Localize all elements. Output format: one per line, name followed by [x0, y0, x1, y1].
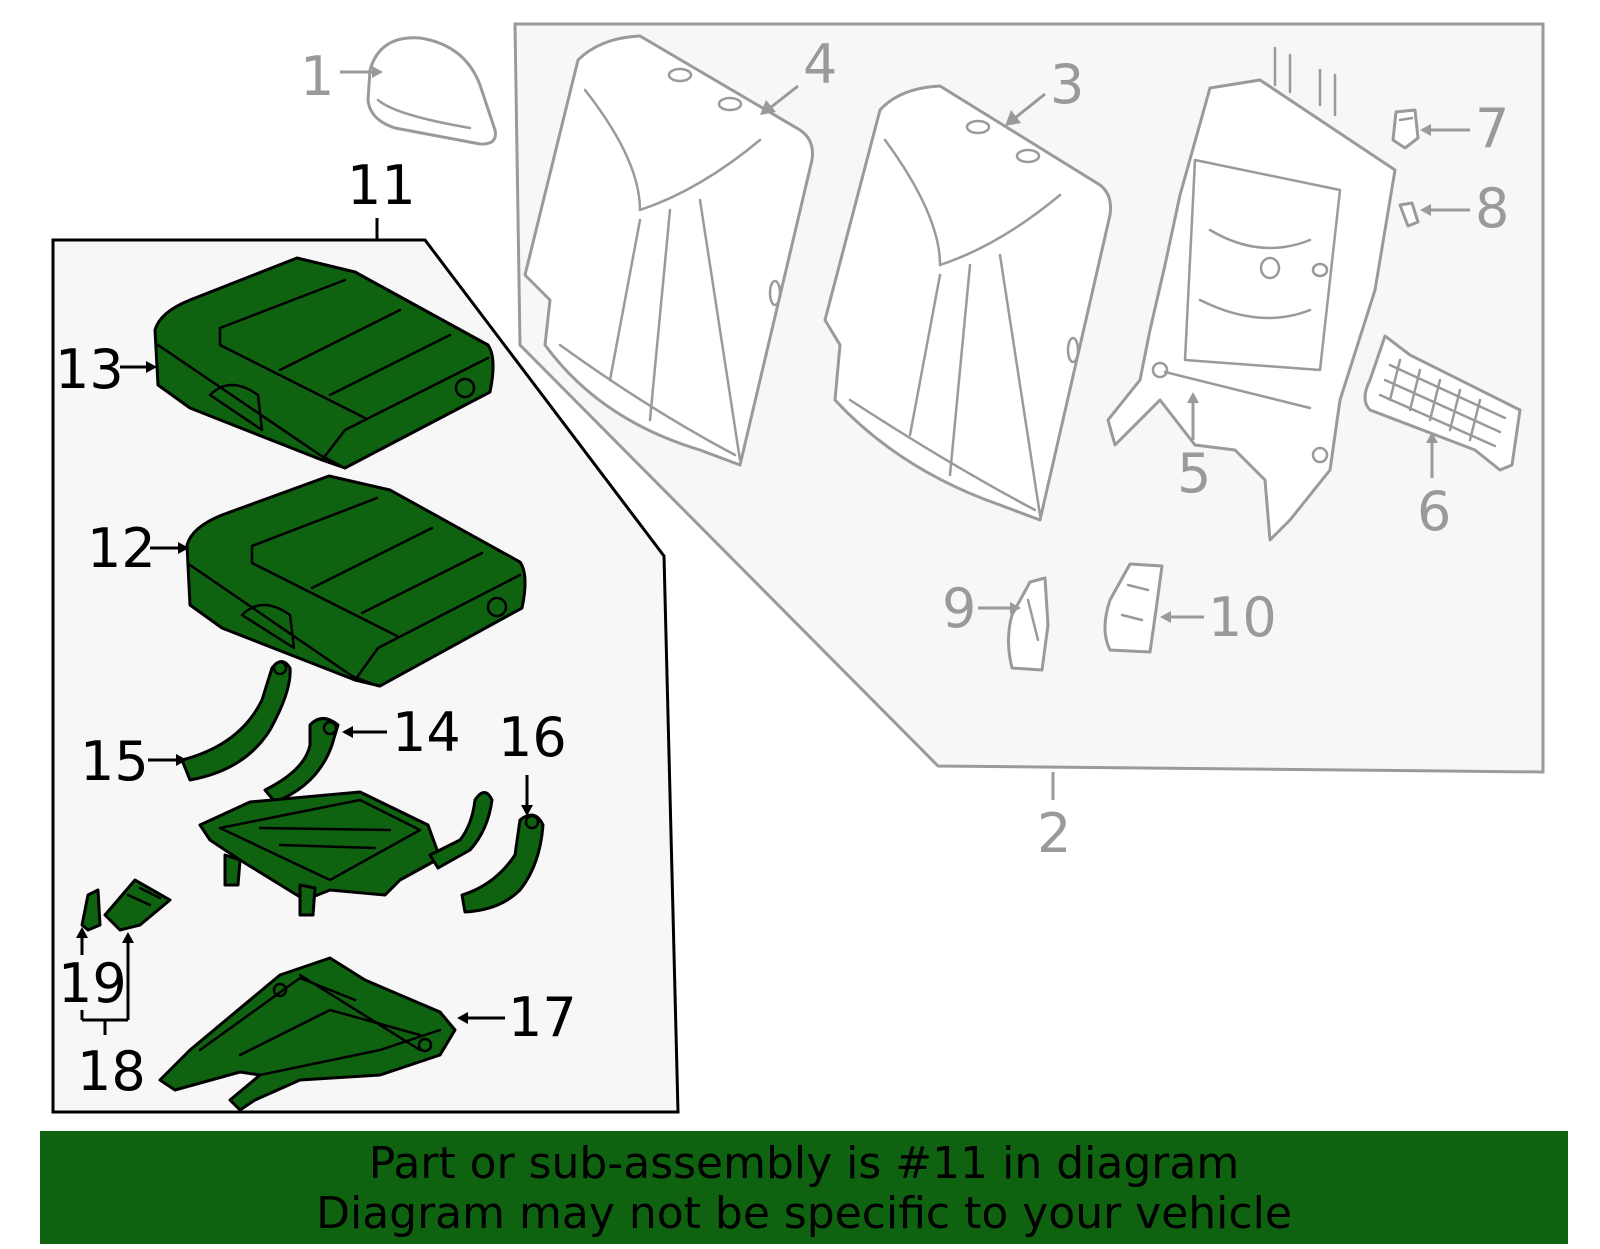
callout-15: 15	[80, 730, 149, 793]
callout-17: 17	[508, 986, 577, 1049]
seatback-frame-part[interactable]	[1106, 46, 1397, 542]
hinge-cover-part[interactable]	[1103, 562, 1164, 654]
cushion-clip-part[interactable]	[80, 888, 102, 932]
cushion-side-cover-left-part[interactable]	[180, 660, 292, 782]
seatback-cover-right-part[interactable]	[823, 84, 1112, 522]
callout-14: 14	[392, 701, 461, 764]
callout-19: 19	[58, 952, 127, 1015]
clip-part[interactable]	[1391, 108, 1420, 150]
callout-3: 3	[1050, 53, 1084, 116]
cushion-pad-part[interactable]	[185, 474, 527, 688]
callout-13: 13	[55, 338, 124, 401]
callout-12: 12	[87, 517, 156, 580]
cushion-frame-part[interactable]	[198, 790, 494, 917]
cushion-side-cover-inner-part[interactable]	[263, 717, 340, 804]
callout-4: 4	[803, 33, 837, 96]
callout-5: 5	[1177, 442, 1211, 505]
info-banner: Part or sub-assembly is #11 in diagram D…	[40, 1131, 1568, 1244]
callout-1: 1	[300, 45, 334, 108]
side-trim-part[interactable]	[1007, 576, 1050, 672]
banner-line-1: Part or sub-assembly is #11 in diagram	[368, 1138, 1240, 1189]
callout-11: 11	[347, 154, 416, 217]
callout-8: 8	[1475, 177, 1509, 240]
cushion-clip-bracket-part[interactable]	[103, 878, 172, 932]
callout-6: 6	[1417, 480, 1451, 543]
cushion-cover-part[interactable]	[153, 256, 495, 470]
bracket-small-part[interactable]	[1398, 201, 1420, 228]
banner-line-2: Diagram may not be specific to your vehi…	[316, 1188, 1292, 1239]
callout-18: 18	[77, 1040, 146, 1103]
callout-16: 16	[498, 706, 567, 769]
cushion-side-bracket-part[interactable]	[460, 813, 545, 914]
callout-2: 2	[1037, 802, 1071, 865]
callout-10: 10	[1208, 586, 1277, 649]
headrest-part[interactable]	[366, 36, 497, 146]
seatback-grille-part[interactable]	[1363, 334, 1522, 472]
cushion-support-pan-part[interactable]	[158, 956, 457, 1112]
seatback-cover-left-part[interactable]	[523, 34, 814, 467]
callout-7: 7	[1475, 97, 1509, 160]
callout-9: 9	[942, 577, 976, 640]
